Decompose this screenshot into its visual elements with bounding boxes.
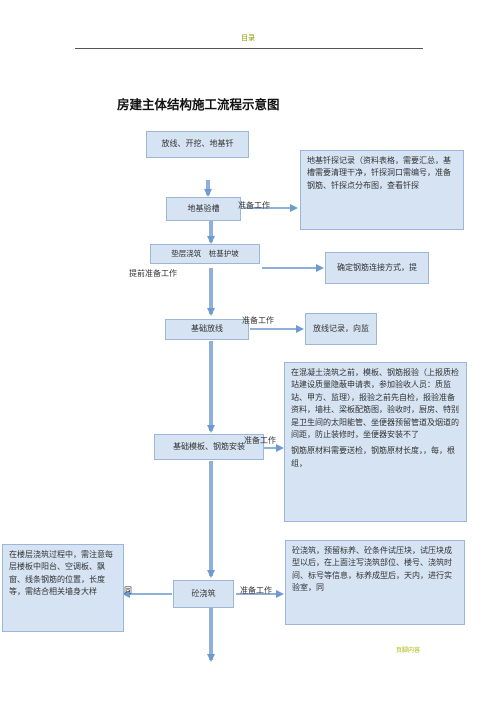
page-footer: 页脚内容 — [395, 647, 420, 654]
note-concrete-samples: 砼浇筑，预留标养、砼条件试压块，试压块成型以后，在上面注写浇筑部位、楼号、浇筑时… — [285, 540, 465, 625]
step-label: 放线、开挖、地基钎 — [161, 139, 234, 149]
step-formwork-rebar: 基础模板、钢筋安装 — [154, 434, 264, 460]
note-layout-record: 放线记录，向监 — [305, 313, 377, 345]
note-rebar-connection: 确定钢筋连接方式，提 — [325, 252, 429, 284]
step-foundation-layout: 基础放线 — [165, 319, 249, 340]
step-label: 地基验槽 — [187, 203, 220, 213]
page-header: 目录 — [241, 34, 255, 42]
step-label: 垫层浇筑 桩基护坡 — [171, 249, 239, 259]
note-text: 砼浇筑，预留标养、砼条件试压块，试压块成型以后，在上面注写浇筑部位、楼号、浇筑时… — [292, 546, 452, 593]
step-foundation-inspection: 地基验槽 — [166, 197, 241, 221]
header-rule — [75, 48, 423, 49]
prep-label: 准备工作 — [240, 586, 272, 595]
step-label: 基础模板、钢筋安装 — [173, 441, 245, 451]
note-text: 在混凝土浇筑之前，模板、钢筋报验（上报质检站建设质量隐蔽申请表，参加验收人员：质… — [291, 368, 459, 439]
step-cushion-pouring: 垫层浇筑 桩基护坡 — [150, 244, 260, 264]
prep-label: 提前准备工作 — [129, 269, 177, 278]
step-concrete-pouring: 砼浇筑 — [173, 580, 234, 608]
note-floor-pouring: 在楼层浇筑过程中，需注意每层楼板中阳台、空调板、飘窗、线条钢筋的位置，长度等，需… — [2, 544, 124, 632]
prep-label: 同 — [124, 586, 132, 595]
step-layout-excavation: 放线、开挖、地基钎 — [146, 131, 249, 158]
note-probing-record: 地基钎探记录（资料表格，需要汇总，基槽需要清理干净，钎探洞口需编号，准备钢筋、钎… — [300, 150, 464, 230]
note-text: 在楼层浇筑过程中，需注意每层楼板中阳台、空调板、飘窗、线条钢筋的位置，长度等，需… — [9, 550, 113, 597]
note-text: 放线记录，向监 — [313, 323, 369, 333]
note-formwork-inspection: 在混凝土浇筑之前，模板、钢筋报验（上报质检站建设质量隐蔽申请表，参加验收人员：质… — [284, 362, 467, 522]
note-text: 地基钎探记录（资料表格，需要汇总，基槽需要清理干净，钎探洞口需编号，准备钢筋、钎… — [307, 156, 451, 190]
prep-label: 准备工作 — [238, 201, 270, 210]
note-text: 确定钢筋连接方式，提 — [337, 262, 417, 272]
step-label: 砼浇筑 — [191, 588, 216, 598]
prep-label: 准备工作 — [244, 436, 276, 445]
step-label: 基础放线 — [191, 324, 223, 334]
note-text-rebar-test: 钢筋原材料需要送检，钢筋原材长度，，每，根组， — [291, 446, 455, 468]
page-title: 房建主体结构施工流程示意图 — [117, 97, 280, 112]
prep-label: 准备工作 — [242, 316, 274, 325]
